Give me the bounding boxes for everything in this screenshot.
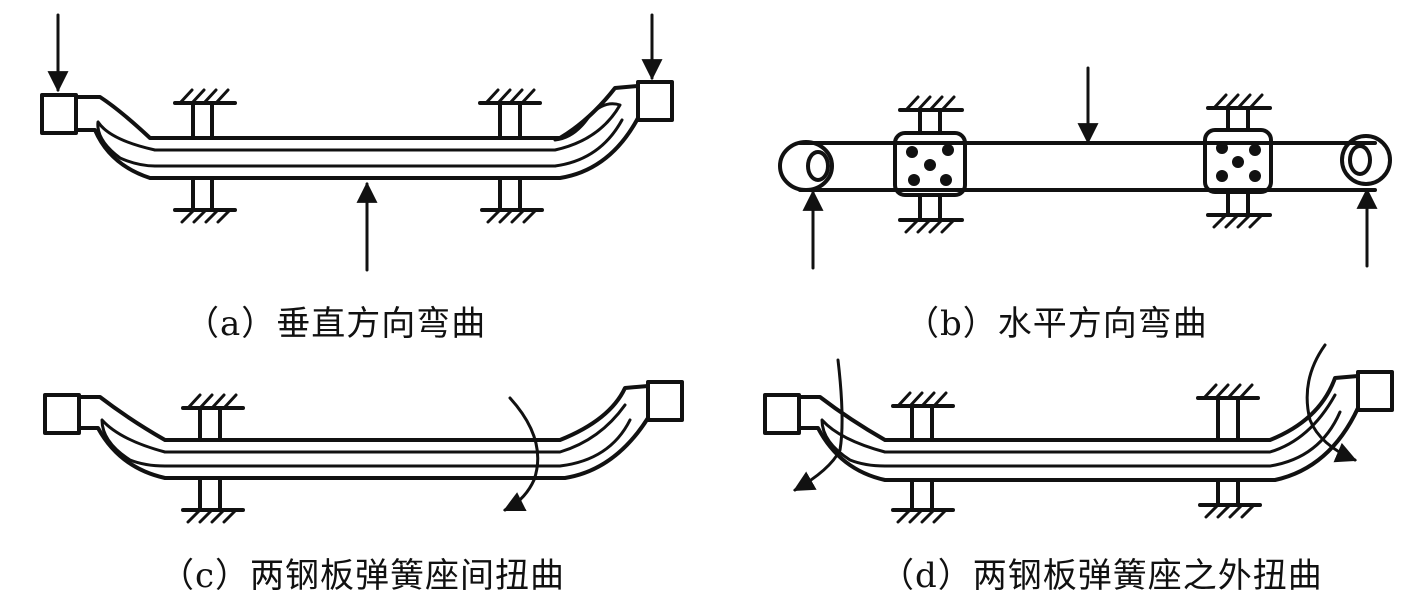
left-end-block xyxy=(43,393,81,435)
spring-seat-clamp xyxy=(1203,128,1273,194)
beam-top-edge xyxy=(77,384,650,442)
caption-b: （b）水平方向弯曲 xyxy=(905,304,1208,344)
beam-inner-line xyxy=(883,393,1337,454)
spring-seat-support xyxy=(181,393,245,524)
panel-b-drawing xyxy=(778,66,1392,270)
bolt xyxy=(1216,170,1228,182)
bolt xyxy=(1249,170,1261,182)
left-end-block xyxy=(763,393,801,435)
spring-seat-support xyxy=(480,176,544,224)
beam-inner-end xyxy=(820,418,887,468)
beam-top-edge xyxy=(74,84,640,140)
torsion-arrow xyxy=(503,396,540,512)
spring-seat-support xyxy=(891,391,955,524)
panel-d-drawing xyxy=(763,343,1394,524)
torsion-arrow xyxy=(793,358,844,492)
beam-inner-line xyxy=(153,102,622,152)
right-end-eye-hole xyxy=(1348,144,1372,176)
beam-bottom-edge xyxy=(797,406,1360,482)
beam-inner-end xyxy=(100,418,167,468)
bolt xyxy=(1216,142,1228,154)
spring-seat-support xyxy=(173,176,237,224)
beam-inner-end xyxy=(553,118,624,168)
panel-c-drawing xyxy=(43,380,684,524)
beam-inner-line xyxy=(163,418,632,468)
spring-seat-support xyxy=(173,88,237,140)
beam-inner-line xyxy=(883,410,1342,468)
beam-top-edge xyxy=(797,374,1360,442)
caption-c: （c）两钢板弹簧座间扭曲 xyxy=(160,556,566,596)
beam-bottom-edge xyxy=(77,416,650,480)
right-end-block xyxy=(1356,370,1394,412)
bolt xyxy=(940,174,952,186)
right-end-block xyxy=(636,80,674,122)
bolt xyxy=(908,174,920,186)
right-end-block xyxy=(646,380,684,422)
left-end-eye-hole xyxy=(806,150,830,182)
left-end-block xyxy=(40,93,78,135)
right-end-eye xyxy=(1340,134,1392,186)
panel-a-drawing xyxy=(40,13,674,272)
spring-seat-support xyxy=(478,88,542,140)
bolt xyxy=(1249,144,1261,156)
spring-seat-support xyxy=(1196,383,1262,519)
spring-seat-support xyxy=(898,95,964,234)
caption-a: （a）垂直方向弯曲 xyxy=(185,304,487,344)
beam-inner-end xyxy=(96,120,157,168)
beam-inner-line xyxy=(163,403,627,454)
torsion-arrow xyxy=(1305,343,1357,463)
caption-d: （d）两钢板弹簧座之外扭曲 xyxy=(880,556,1323,596)
bolt xyxy=(1232,156,1244,168)
spring-seat-support xyxy=(1206,93,1272,229)
bolt xyxy=(942,144,954,156)
spring-seat-clamp xyxy=(893,131,967,197)
beam-bottom-edge xyxy=(74,116,640,180)
bolt xyxy=(906,146,918,158)
bolt xyxy=(924,159,936,171)
